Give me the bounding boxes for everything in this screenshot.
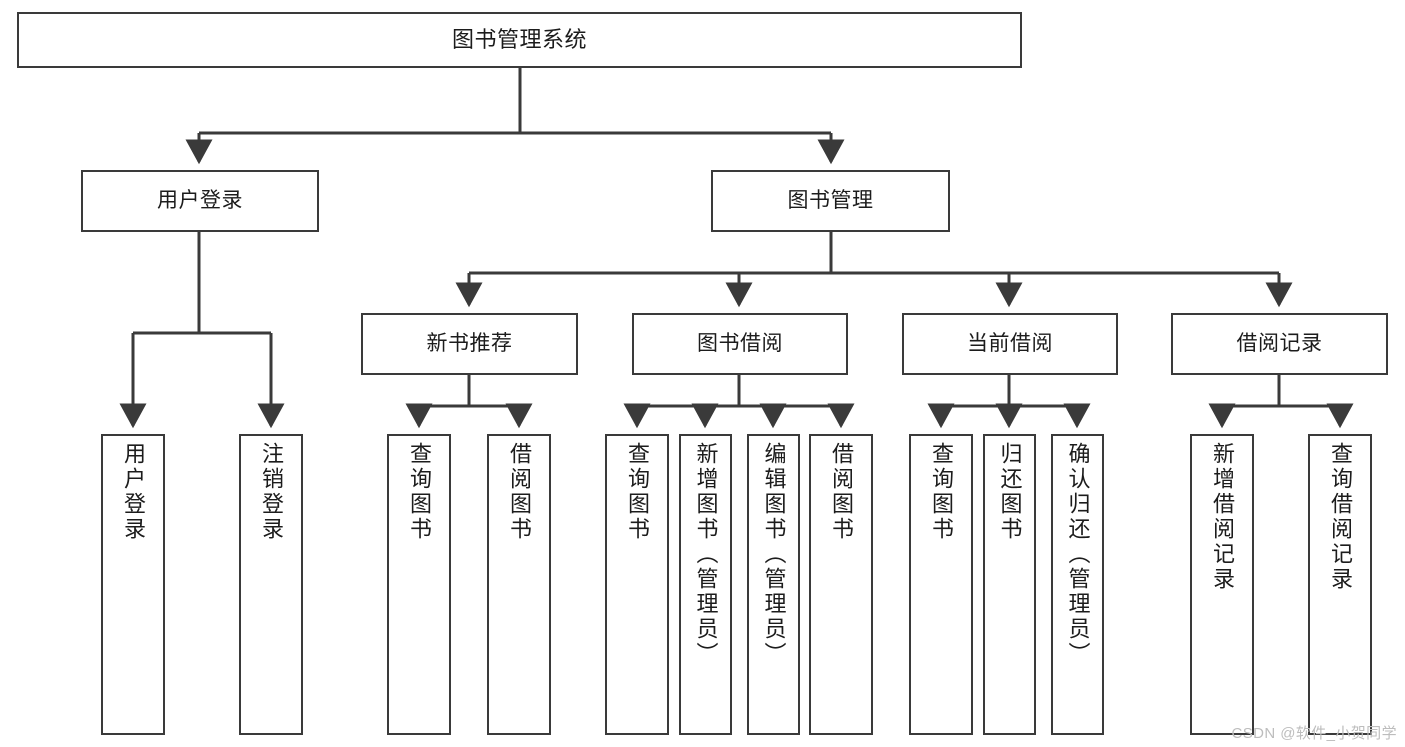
node-book-borrow-label: 图书借阅: [697, 331, 783, 355]
node-leaf-query-book-2-label: 查询图书: [625, 442, 650, 542]
node-leaf-logout-label: 注销登录: [259, 442, 284, 542]
node-borrow-record[interactable]: 借阅记录: [1171, 313, 1388, 375]
node-leaf-logout[interactable]: 注销登录: [239, 434, 303, 735]
node-leaf-query-book-1[interactable]: 查询图书: [387, 434, 451, 735]
node-leaf-query-book-1-label: 查询图书: [407, 442, 432, 542]
node-new-book-recommend[interactable]: 新书推荐: [361, 313, 578, 375]
node-leaf-confirm-return-label: 确认归还（管理员）: [1065, 442, 1091, 667]
node-borrow-record-label: 借阅记录: [1236, 331, 1323, 355]
node-leaf-user-login[interactable]: 用户登录: [101, 434, 165, 735]
node-leaf-query-book-2[interactable]: 查询图书: [605, 434, 669, 735]
node-root-label: 图书管理系统: [451, 27, 587, 53]
node-leaf-confirm-return[interactable]: 确认归还（管理员）: [1051, 434, 1104, 735]
node-book-manage-label: 图书管理: [787, 188, 874, 212]
watermark-text: CSDN @软件_小贺同学: [1231, 725, 1397, 742]
node-leaf-return-book-label: 归还图书: [997, 442, 1023, 542]
node-leaf-edit-book[interactable]: 编辑图书（管理员）: [747, 434, 800, 735]
node-leaf-add-record-label: 新增借阅记录: [1210, 442, 1235, 592]
node-user-login-label: 用户登录: [157, 188, 243, 212]
node-leaf-add-book[interactable]: 新增图书（管理员）: [679, 434, 732, 735]
node-leaf-edit-book-label: 编辑图书（管理员）: [761, 442, 787, 667]
node-leaf-query-book-3-label: 查询图书: [929, 442, 954, 542]
node-leaf-user-login-label: 用户登录: [121, 442, 146, 542]
node-leaf-borrow-book-1-label: 借阅图书: [507, 442, 532, 542]
node-leaf-borrow-book-2[interactable]: 借阅图书: [809, 434, 873, 735]
node-book-manage[interactable]: 图书管理: [711, 170, 950, 232]
node-new-book-recommend-label: 新书推荐: [426, 331, 513, 355]
node-leaf-borrow-book-2-label: 借阅图书: [829, 442, 854, 542]
node-leaf-add-record[interactable]: 新增借阅记录: [1190, 434, 1254, 735]
node-leaf-return-book[interactable]: 归还图书: [983, 434, 1036, 735]
node-user-login[interactable]: 用户登录: [81, 170, 319, 232]
node-leaf-borrow-book-1[interactable]: 借阅图书: [487, 434, 551, 735]
node-leaf-query-book-3[interactable]: 查询图书: [909, 434, 973, 735]
node-leaf-add-book-label: 新增图书（管理员）: [693, 442, 719, 667]
node-root[interactable]: 图书管理系统: [17, 12, 1022, 68]
node-leaf-query-record-label: 查询借阅记录: [1328, 442, 1353, 592]
node-book-borrow[interactable]: 图书借阅: [632, 313, 848, 375]
node-current-borrow[interactable]: 当前借阅: [902, 313, 1118, 375]
node-leaf-query-record[interactable]: 查询借阅记录: [1308, 434, 1372, 735]
node-current-borrow-label: 当前借阅: [967, 331, 1053, 355]
